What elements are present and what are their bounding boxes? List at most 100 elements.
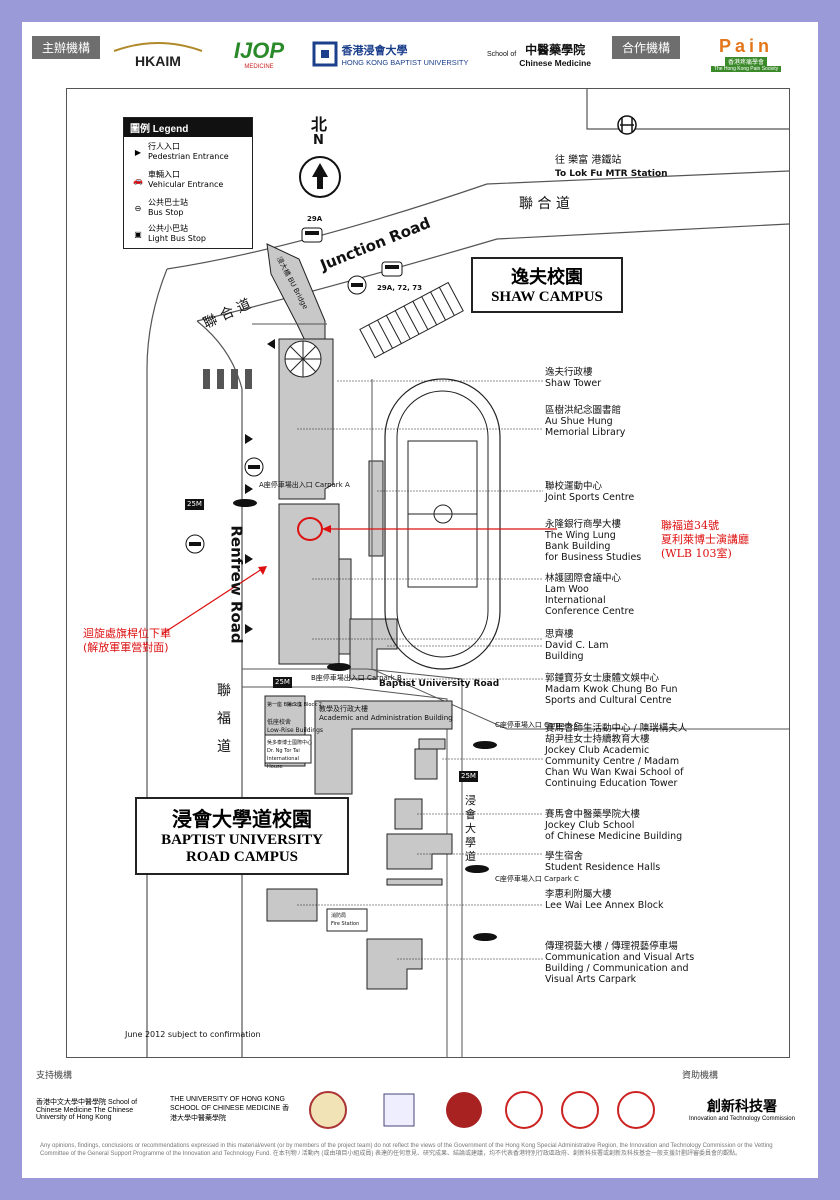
bus-stop-icon: ⊖ — [134, 203, 142, 213]
pedestrian-entrances — [245, 339, 275, 634]
ijop-logo: IJOP MEDICINE — [218, 34, 300, 74]
aab-en-label: Academic and Administration Building — [319, 714, 453, 722]
itc-logo: 創新科技署 Innovation and Technology Commissi… — [689, 1098, 795, 1122]
supporter-emblems — [309, 1091, 655, 1129]
shaw-campus-box: 逸夫校園 SHAW CAMPUS — [471, 257, 623, 313]
emblem-icon-4 — [505, 1091, 543, 1129]
venue-note: 聯福道34號夏利萊博士演講廳(WLB 103室) — [661, 519, 749, 560]
fire-station-shape — [326, 908, 368, 932]
scm-en: Chinese Medicine — [519, 57, 591, 68]
dropoff-arrow-line — [161, 566, 266, 635]
hkbu-emblem-icon — [312, 41, 338, 67]
sponsor-tag: 資助機構 — [682, 1071, 719, 1081]
carpark-c1-label: C座停車場入口 Carpark C — [495, 721, 579, 729]
minibus-25m-label-1: 25M — [185, 499, 204, 510]
aab-shape — [314, 700, 453, 795]
pain-en: The Hong Kong Pain Society — [710, 66, 782, 72]
bu-road-label: Baptist University Road — [379, 679, 500, 689]
supporting-tag: 支持機構 — [36, 1071, 73, 1081]
bu-road-edge-1 — [242, 668, 463, 1057]
bus-stop-marker-2 — [244, 457, 264, 477]
venue-arrow-head — [322, 525, 331, 533]
north-arrow-icon — [312, 163, 328, 189]
low-rise-cn-label: 低座校舍 — [267, 719, 292, 726]
date-note: June 2012 subject to confirmation — [125, 1030, 261, 1039]
emblem-icon-6 — [617, 1091, 655, 1129]
ijop-text: IJOP — [233, 38, 285, 63]
lam-woo-shape — [338, 558, 352, 655]
minibus-25m-label-3: 25M — [459, 771, 478, 782]
jcacc-shape — [414, 738, 446, 780]
renfrew-road-east-edge — [196, 320, 243, 1057]
mtr-icon — [617, 115, 637, 135]
emblem-icon-3 — [446, 1092, 482, 1128]
emblem-icon-5 — [561, 1091, 599, 1129]
shaw-tower-shape — [278, 338, 334, 500]
north-cn: 北 — [311, 115, 328, 134]
pain-society-logo: Pain 香港疼痛學會 The Hong Kong Pain Society — [700, 34, 792, 74]
mtr-road-edge — [586, 89, 789, 130]
carpark-c2-label: C座停車場入口 Carpark C — [495, 875, 579, 883]
david-lam-shape — [349, 618, 398, 680]
mtr-en: To Lok Fu MTR Station — [555, 169, 668, 179]
bus-stop-icon-29a — [301, 227, 323, 243]
joint-sports-shape — [368, 460, 384, 557]
ng-tor-tai-shape — [264, 734, 312, 764]
map-drawing — [146, 89, 789, 1057]
hkbu-cn: 香港浸會大學 — [341, 44, 408, 57]
bus-stop-marker-3 — [185, 534, 205, 554]
hkaim-emblem-icon — [113, 42, 203, 52]
hkaim-logo: HKAIM — [108, 34, 208, 74]
legend-title: 圖例 Legend — [124, 118, 252, 137]
organizers-tag: 主辦機構 — [32, 36, 101, 59]
cuhk-scm-logo: 香港中文大學中醫學院 School of Chinese Medicine Th… — [36, 1099, 138, 1121]
ng-tor-tai-en-label: Dr. Ng Tor Tai International House — [267, 748, 300, 770]
hkbu-en: HONG KONG BAPTIST UNIVERSITY — [341, 57, 469, 67]
carpark-b-label: B座停車場出入口 Carpark B — [311, 674, 402, 682]
bur-campus-box: 浸會大學道校園 BAPTIST UNIVERSITY ROAD CAMPUS — [135, 797, 349, 875]
disclaimer-text: Any opinions, findings, conclusions or r… — [40, 1143, 773, 1157]
junction-road-edge-2 — [196, 223, 789, 322]
fire-station-en-label: Fire Station — [331, 921, 360, 927]
hkaim-text: HKAIM — [135, 53, 181, 69]
block1-label: 第一座 Block 1 — [267, 702, 302, 708]
carpark-a-label: A座停車場出入口 Carpark A — [259, 481, 350, 489]
shaw-boundary — [371, 379, 789, 730]
renfrew-road-label: Renfrew Road — [227, 525, 246, 644]
scm-logo: School of 中醫藥學院 Chinese Medicine — [480, 34, 598, 74]
running-track — [384, 378, 501, 670]
low-rise-en-label: Low-Rise Buildings — [267, 727, 324, 734]
lwl-annex-shape — [266, 888, 318, 922]
ijop-sub: MEDICINE — [244, 64, 274, 70]
north-en: N — [313, 133, 324, 148]
hku-scm-logo: THE UNIVERSITY OF HONG KONG SCHOOL OF CH… — [170, 1095, 290, 1122]
tennis-courts — [359, 281, 464, 359]
scm-cn: 中醫藥學院 — [525, 42, 586, 57]
car-icon: 🚗 — [133, 175, 143, 185]
renfrew-road-cn-label: 聯 福 道 — [217, 683, 231, 755]
junction-road-cn-label: 聯 合 道 — [519, 196, 570, 212]
cva-shape — [366, 938, 423, 990]
aab-cn-label: 教學及行政大樓 — [319, 705, 368, 713]
fire-station-cn-label: 消防局 — [331, 913, 347, 919]
bus-29a-72-73-label: 29A, 72, 73 — [377, 284, 422, 292]
bus-29a-label: 29A — [307, 215, 323, 223]
zebra-crossing — [203, 369, 252, 389]
junction-road-edge-1 — [166, 170, 789, 270]
dropoff-arrow-head — [258, 566, 267, 575]
bus-stop-marker-1 — [347, 275, 367, 295]
